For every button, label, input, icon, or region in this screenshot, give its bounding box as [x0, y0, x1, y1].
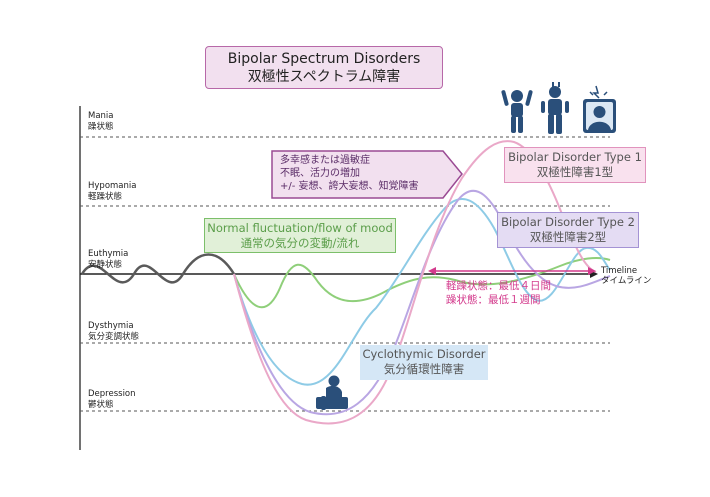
level-mania-ja: 躁状態 [88, 122, 114, 132]
normal-fluctuation-box: Normal fluctuation/flow of mood 通常の気分の変動… [204, 218, 396, 253]
symptoms-line1: 多幸感または過敏症 [280, 155, 370, 166]
duration-arrow-left [428, 267, 436, 275]
depressed-person-icon [316, 375, 348, 410]
cyclothymic-en: Cyclothymic Disorder [362, 347, 486, 361]
symptoms-arrow-shape [271, 150, 463, 199]
green-normal-curve [233, 257, 611, 309]
level-mania-en: Mania [88, 111, 114, 121]
level-depression-ja: 鬱状態 [88, 400, 114, 410]
title-box: Bipolar Spectrum Disorders 双極性スペクトラム障害 [205, 46, 443, 89]
duration-mania: 躁状態：最低１週間 [446, 294, 541, 306]
duration-label: 軽躁状態：最低４日間 躁状態：最低１週間 [446, 279, 551, 307]
level-euthymia-label: Euthymia 安静状態 [88, 249, 128, 271]
title-ja: 双極性スペクトラム障害 [247, 69, 401, 85]
title-en: Bipolar Spectrum Disorders [227, 51, 421, 67]
gray-mood-curve [80, 253, 236, 284]
cyclothymic-box: Cyclothymic Disorder 気分循環性障害 [360, 345, 488, 380]
figure-raised-arms-icon [501, 90, 533, 133]
timeline-label: Timeline タイムライン [601, 266, 651, 286]
bipolar2-en: Bipolar Disorder Type 2 [501, 215, 635, 229]
level-dysthymia-ja: 気分変調状態 [88, 332, 140, 342]
symptoms-box: 多幸感または過敏症 不眠、活力の増加 +/- 妄想、誇大妄想、知覚障害 [272, 151, 446, 198]
level-depression-en: Depression [88, 389, 136, 399]
level-depression-label: Depression 鬱状態 [88, 389, 136, 411]
level-hypomania-ja: 軽躁状態 [88, 192, 123, 202]
timeline-ja: タイムライン [601, 276, 652, 286]
normal-en: Normal fluctuation/flow of mood [207, 221, 393, 235]
timeline-en: Timeline [601, 266, 638, 276]
symptoms-line2: 不眠、活力の増加 [280, 168, 360, 179]
level-dysthymia-label: Dysthymia 気分変調状態 [88, 321, 139, 343]
cyclothymic-ja: 気分循環性障害 [383, 362, 465, 376]
bipolar2-box: Bipolar Disorder Type 2 双極性障害2型 [497, 212, 639, 248]
normal-ja: 通常の気分の変動/流れ [240, 236, 360, 250]
bipolar1-en: Bipolar Disorder Type 1 [508, 150, 642, 164]
duration-hypomania: 軽躁状態：最低４日間 [446, 280, 551, 292]
level-hypomania-en: Hypomania [88, 181, 137, 191]
duration-arrow-right [588, 267, 596, 275]
bipolar2-ja: 双極性障害2型 [529, 230, 607, 244]
bipolar1-ja: 双極性障害1型 [536, 165, 614, 179]
figure-energetic-icon [541, 82, 569, 134]
level-hypomania-label: Hypomania 軽躁状態 [88, 181, 136, 203]
level-euthymia-en: Euthymia [88, 249, 129, 259]
bipolar1-curve [233, 140, 597, 425]
bipolar1-box: Bipolar Disorder Type 1 双極性障害1型 [504, 147, 646, 183]
level-euthymia-ja: 安静状態 [88, 260, 123, 270]
person-alarm-icon [583, 85, 616, 133]
level-mania-label: Mania 躁状態 [88, 111, 114, 133]
symptoms-line3: +/- 妄想、誇大妄想、知覚障害 [280, 181, 419, 192]
level-dysthymia-en: Dysthymia [88, 321, 134, 331]
